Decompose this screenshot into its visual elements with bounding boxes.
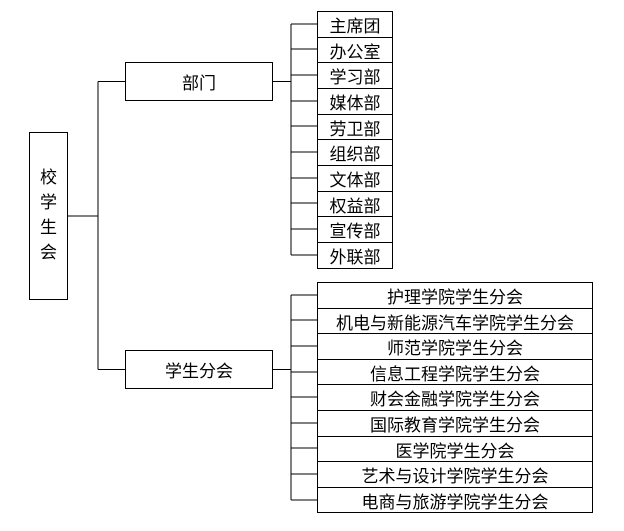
leaf-node: 医学院学生分会 <box>317 436 593 462</box>
branch-node-departments: 部门 <box>125 62 273 101</box>
leaf-node: 文体部 <box>317 165 393 192</box>
root-char: 校 <box>40 168 57 188</box>
leaf-node: 外联部 <box>317 242 393 269</box>
leaf-node: 护理学院学生分会 <box>317 282 593 309</box>
leaf-node: 电商与旅游学院学生分会 <box>317 487 593 513</box>
leaf-node: 国际教育学院学生分会 <box>317 410 593 437</box>
leaf-node: 机电与新能源汽车学院学生分会 <box>317 308 593 334</box>
leaf-node: 媒体部 <box>317 88 393 115</box>
leaf-node: 学习部 <box>317 62 393 89</box>
leaf-node: 权益部 <box>317 191 393 217</box>
leaf-node: 主席团 <box>317 11 393 38</box>
leaf-node: 办公室 <box>317 37 393 63</box>
root-char: 学 <box>40 193 57 213</box>
branch-node-student-branches: 学生分会 <box>125 350 273 389</box>
leaf-node: 劳卫部 <box>317 114 393 140</box>
leaf-node: 师范学院学生分会 <box>317 333 593 360</box>
root-node: 校 学 生 会 <box>29 132 68 300</box>
leaf-node: 财会金融学院学生分会 <box>317 384 593 411</box>
leaf-node: 组织部 <box>317 139 393 166</box>
root-char: 生 <box>40 218 57 238</box>
leaf-node: 宣传部 <box>317 216 393 243</box>
leaf-node: 信息工程学院学生分会 <box>317 359 593 385</box>
leaf-node: 艺术与设计学院学生分会 <box>317 461 593 488</box>
root-char: 会 <box>40 243 57 263</box>
